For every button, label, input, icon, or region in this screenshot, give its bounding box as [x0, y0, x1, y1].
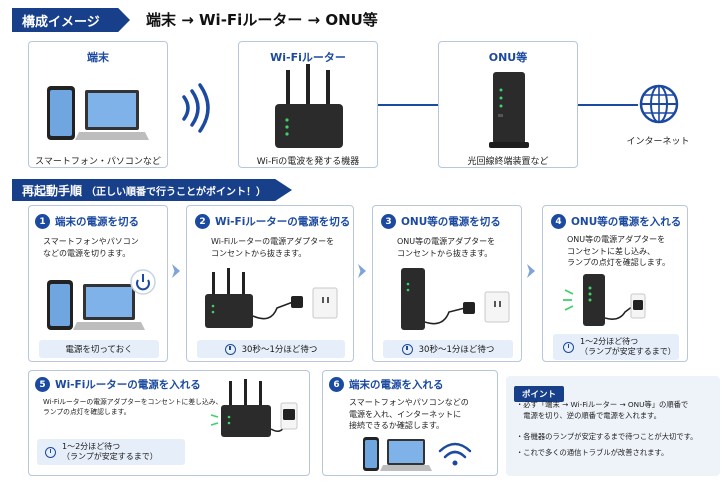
point-item: ・各機器のランプが安定するまで待つことが大切です。 [516, 432, 698, 441]
step-number: 3 [381, 214, 396, 229]
onu-device-icon [489, 72, 529, 148]
router-caption: Wi-Fiの電波を発する機器 [256, 157, 360, 167]
step-text: ONU等の電源アダプターを コンセントから抜きます。 [397, 237, 496, 258]
step-title: 1 端末の電源を切る [35, 214, 139, 229]
step-card-2: 2 Wi-Fiルーターの電源を切る Wi-Fiルーターの電源アダプターを コンセ… [186, 205, 354, 362]
devices-wifi-icon [363, 437, 472, 471]
step-title-label: Wi-Fiルーターの電源を切る [215, 216, 351, 228]
step-number: 2 [195, 214, 210, 229]
step-title-label: ONU等の電源を入れる [571, 216, 682, 228]
step-note: 30秒～1分ほど待つ [383, 340, 513, 358]
step-text: スマートフォンやパソコン などの電源を切ります。 [43, 237, 139, 258]
step-card-4: 4 ONU等の電源を入れる ONU等の電源アダプターを コンセントに差し込み、 … [542, 205, 688, 362]
globe-icon [639, 84, 679, 124]
step-title: 3 ONU等の電源を切る [381, 214, 501, 229]
section-tag-config: 構成イメージ [12, 8, 130, 32]
step-number: 4 [551, 214, 566, 229]
point-box: ポイント ・必ず「端末 → Wi-Fiルーター → ONU等」の順番で 電源を切… [506, 376, 720, 476]
connector-line [378, 104, 438, 106]
step-number: 1 [35, 214, 50, 229]
router-box: Wi-Fiルーター Wi-Fiの電波を発する機器 [238, 41, 378, 168]
arrow-chevron-icon [358, 264, 366, 278]
terminal-title: 端末 [87, 51, 109, 64]
step-title: 2 Wi-Fiルーターの電源を切る [195, 214, 350, 229]
router-title: Wi-Fiルーター [270, 51, 346, 64]
step-note-label: 30秒～1分ほど待つ [418, 345, 495, 355]
smartphone-laptop-icon [47, 86, 149, 140]
arrow-chevron-icon [527, 264, 535, 278]
step-note: 1～2分ほど待つ （ランプが安定するまで） [553, 334, 679, 360]
onu-box: ONU等 光回線終端装置など [438, 41, 578, 168]
wifi-waves-icon [182, 83, 210, 133]
clock-icon [45, 446, 56, 458]
step-title-label: 端末の電源を入れる [349, 379, 444, 391]
step-note: 電源を切っておく [39, 340, 159, 358]
terminal-box: 端末 スマートフォン・パソコンなど [28, 41, 168, 168]
step-text: Wi-Fiルーターの電源アダプターを コンセントから抜きます。 [211, 237, 335, 258]
section-tag-restart: 再起動手順 （正しい順番で行うことがポイント！） [12, 179, 292, 201]
step-card-5: 5 Wi-Fiルーターの電源を入れる Wi-Fiルーターの電源アダプターをコンセ… [28, 370, 310, 476]
step-card-3: 3 ONU等の電源を切る ONU等の電源アダプターを コンセントから抜きます。 … [372, 205, 522, 362]
restart-tag-label: 再起動手順 [22, 183, 83, 198]
step-text: ONU等の電源アダプターを コンセントに差し込み、 ランプの点灯を確認します。 [567, 235, 670, 268]
step-card-1: 1 端末の電源を切る スマートフォンやパソコン などの電源を切ります。 電源を切… [28, 205, 168, 362]
onu-caption: 光回線終端装置など [467, 157, 549, 167]
step-number: 6 [329, 377, 344, 392]
devices-power-off-icon [47, 269, 156, 330]
step-title: 4 ONU等の電源を入れる [551, 214, 681, 229]
step-title: 5 Wi-Fiルーターの電源を入れる [35, 377, 201, 392]
step-text: スマートフォンやパソコンなどの 電源を入れ、インターネットに 接続できるか確認し… [349, 398, 469, 431]
step-card-6: 6 端末の電源を入れる スマートフォンやパソコンなどの 電源を入れ、インターネッ… [322, 370, 498, 476]
step-note-label: 30秒～1分ほど待つ [241, 345, 318, 355]
step-title-label: ONU等の電源を切る [401, 216, 501, 228]
connector-line [578, 104, 638, 106]
step-note-label: 1～2分ほど待つ （ランプが安定するまで） [580, 337, 676, 356]
restart-tag-note: （正しい順番で行うことがポイント！） [86, 186, 267, 198]
step-number: 5 [35, 377, 50, 392]
onu-unplug-icon [401, 268, 510, 330]
router-unplug-icon [205, 268, 338, 328]
clock-icon [563, 341, 574, 353]
step-text: Wi-Fiルーターの電源アダプターをコンセントに差し込み、 ランプの点灯を確認し… [43, 398, 223, 416]
router-icon [275, 64, 343, 148]
step-note: 1～2分ほど待つ （ランプが安定するまで） [37, 439, 185, 465]
point-item: ・必ず「端末 → Wi-Fiルーター → ONU等」の順番で 電源を切り、逆の順… [516, 400, 689, 420]
step-title: 6 端末の電源を入れる [329, 377, 444, 392]
step-note-label: 1～2分ほど待つ （ランプが安定するまで） [62, 442, 158, 461]
onu-plug-in-icon [563, 274, 646, 326]
terminal-caption: スマートフォン・パソコンなど [35, 157, 161, 167]
clock-icon [401, 343, 413, 355]
step-note: 30秒～1分ほど待つ [197, 340, 345, 358]
router-plug-in-icon [210, 379, 298, 437]
page-title: 端末 → Wi-Fiルーター → ONU等 [146, 11, 378, 29]
internet-caption: インターネット [626, 137, 690, 147]
clock-icon [224, 343, 236, 355]
arrow-chevron-icon [172, 264, 180, 278]
point-item: ・これで多くの通信トラブルが改善されます。 [516, 448, 669, 457]
onu-title: ONU等 [488, 51, 528, 64]
point-tag: ポイント [514, 386, 565, 402]
step-title-label: 端末の電源を切る [55, 216, 139, 228]
step-title-label: Wi-Fiルーターの電源を入れる [55, 379, 201, 391]
